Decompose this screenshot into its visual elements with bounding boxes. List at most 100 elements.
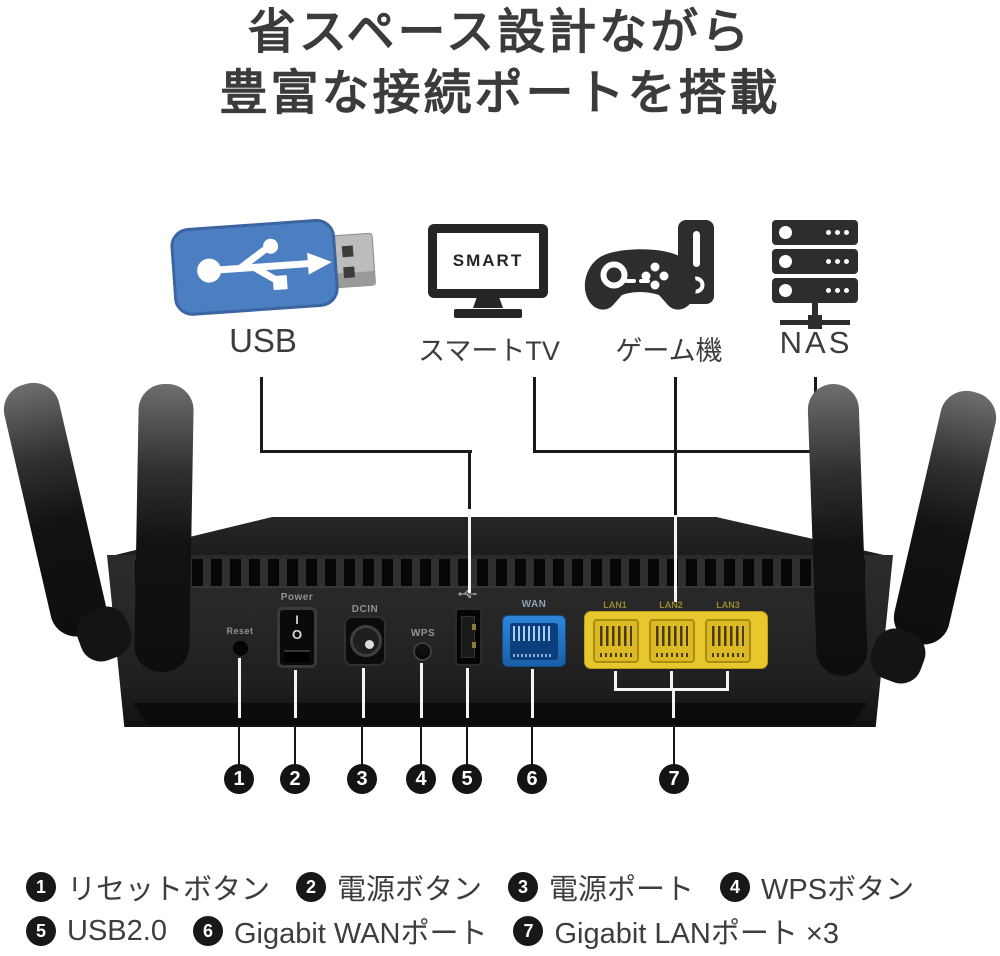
game-console-icon: [584, 220, 714, 310]
usb-connector-line-vertical: [260, 377, 263, 453]
page-title: 省スペース設計ながら 豊富な接続ポートを搭載: [0, 2, 1000, 124]
callout-number-2: 2: [280, 764, 310, 794]
callout-line-lan-center: [672, 691, 675, 718]
legend-marker: 1: [26, 872, 56, 902]
usb-contact: [472, 642, 476, 648]
lan-port-pins: [600, 626, 632, 646]
legend-marker: 3: [508, 872, 539, 902]
nas-dots: [826, 230, 849, 235]
legend-marker: 2: [296, 872, 327, 902]
callout-line-usb: [466, 668, 469, 718]
legend-label: Gigabit LANポート ×3: [554, 918, 839, 950]
wan-port-slot: [510, 623, 558, 660]
nas-drive-led: [779, 255, 792, 268]
nas-network-stem: [812, 303, 818, 320]
title-line-2: 豊富な接続ポートを搭載: [219, 67, 781, 120]
legend-label: 電源ポート: [549, 874, 695, 906]
legend-row-2: 5 USB2.0 6 Gigabit WANポート 7 Gigabit LANポ…: [26, 910, 839, 952]
callout-line-lan3: [726, 671, 729, 688]
lan-port-3: [705, 619, 751, 663]
lan-port-pins: [656, 626, 688, 646]
usb-symbol-icon: [458, 589, 478, 599]
lan1-label: LAN1: [603, 600, 627, 610]
nas-network-hub: [808, 315, 822, 329]
power-on-mark: I: [295, 613, 299, 627]
legend-label: 電源ボタン: [337, 874, 483, 906]
smart-tv-screen-text: SMART: [452, 251, 524, 270]
legend-marker: 6: [192, 916, 223, 946]
tv-connector-line-vertical: [533, 377, 536, 453]
lan-port-contacts: [600, 653, 632, 657]
lan2-label: LAN2: [659, 600, 683, 610]
lan-port-group: [584, 611, 768, 669]
game-connector-line-over-router: [674, 515, 677, 602]
device-label-usb: USB: [229, 322, 297, 359]
callout-stem-7: [673, 720, 675, 765]
nas-drive-led: [779, 226, 792, 239]
router-base: [132, 703, 868, 725]
device-label-game: ゲーム機: [615, 336, 723, 366]
callout-number-7: 7: [659, 764, 689, 794]
callout-line-reset: [238, 658, 241, 718]
callout-line-dcin: [362, 668, 365, 718]
nas-icon: [772, 220, 858, 334]
lan-port-contacts: [712, 653, 744, 657]
dcin-label: DCIN: [351, 604, 379, 615]
usb-connector-line-drop: [468, 450, 471, 510]
nas-bay: [772, 220, 858, 245]
power-switch-rocker: [284, 650, 310, 662]
smart-tv-stand-base: [454, 309, 522, 318]
nas-dots: [826, 259, 849, 264]
callout-stem-4: [420, 720, 422, 765]
nas-bay: [772, 278, 858, 303]
nas-dots: [826, 288, 849, 293]
legend-marker: 4: [720, 872, 751, 902]
callout-line-lan-bracket: [614, 688, 729, 691]
game-connector-line-vertical: [674, 377, 677, 517]
legend-label: USB2.0: [67, 914, 167, 947]
wan-port-contacts: [513, 654, 553, 657]
legend-item: 5 USB2.0: [26, 915, 167, 948]
wps-button: [413, 642, 432, 661]
nas-bay: [772, 249, 858, 274]
dcin-power-jack: [344, 616, 386, 666]
lan-port-2: [649, 619, 695, 663]
usb-connector-line-over-router: [468, 509, 471, 593]
wan-port-pins: [513, 626, 553, 641]
smart-tv-screen: SMART: [428, 224, 548, 298]
callout-line-wps: [420, 663, 423, 718]
lan-port-contacts: [656, 653, 688, 657]
callout-number-1: 1: [224, 764, 254, 794]
lan-port-1: [593, 619, 639, 663]
smart-tv-icon: SMART: [428, 224, 548, 318]
legend-item: 7 Gigabit LANポート ×3: [513, 910, 839, 952]
power-switch: I O: [277, 607, 317, 668]
dcin-barrel: [350, 625, 382, 657]
callout-stem-6: [531, 720, 533, 765]
legend-label: Gigabit WANポート: [233, 918, 488, 950]
callout-line-power: [294, 670, 297, 718]
power-off-mark: O: [291, 627, 303, 642]
callout-line-wan: [531, 669, 534, 718]
callout-stem-5: [466, 720, 468, 765]
legend-marker: 5: [26, 916, 56, 946]
antenna-left-inner: [133, 383, 194, 673]
device-label-smart-tv: スマートTV: [418, 336, 560, 366]
nas-drive-led: [779, 284, 792, 297]
reset-label: Reset: [226, 626, 254, 636]
callout-number-5: 5: [452, 764, 482, 794]
callout-line-lan1: [614, 671, 617, 688]
antenna-right-inner: [807, 383, 869, 677]
title-line-1: 省スペース設計ながら: [247, 6, 753, 59]
callout-stem-3: [361, 720, 363, 765]
callout-number-6: 6: [517, 764, 547, 794]
reset-button: [233, 641, 248, 656]
callout-number-3: 3: [347, 764, 377, 794]
legend-label: リセットボタン: [67, 874, 271, 906]
callout-stem-1: [238, 720, 240, 765]
smart-tv-stand-neck: [473, 298, 503, 308]
legend-item: 3 電源ポート: [508, 866, 694, 908]
legend-marker: 7: [513, 916, 544, 946]
dcin-pin: [365, 640, 374, 649]
usb-drive-icon: [170, 218, 376, 316]
